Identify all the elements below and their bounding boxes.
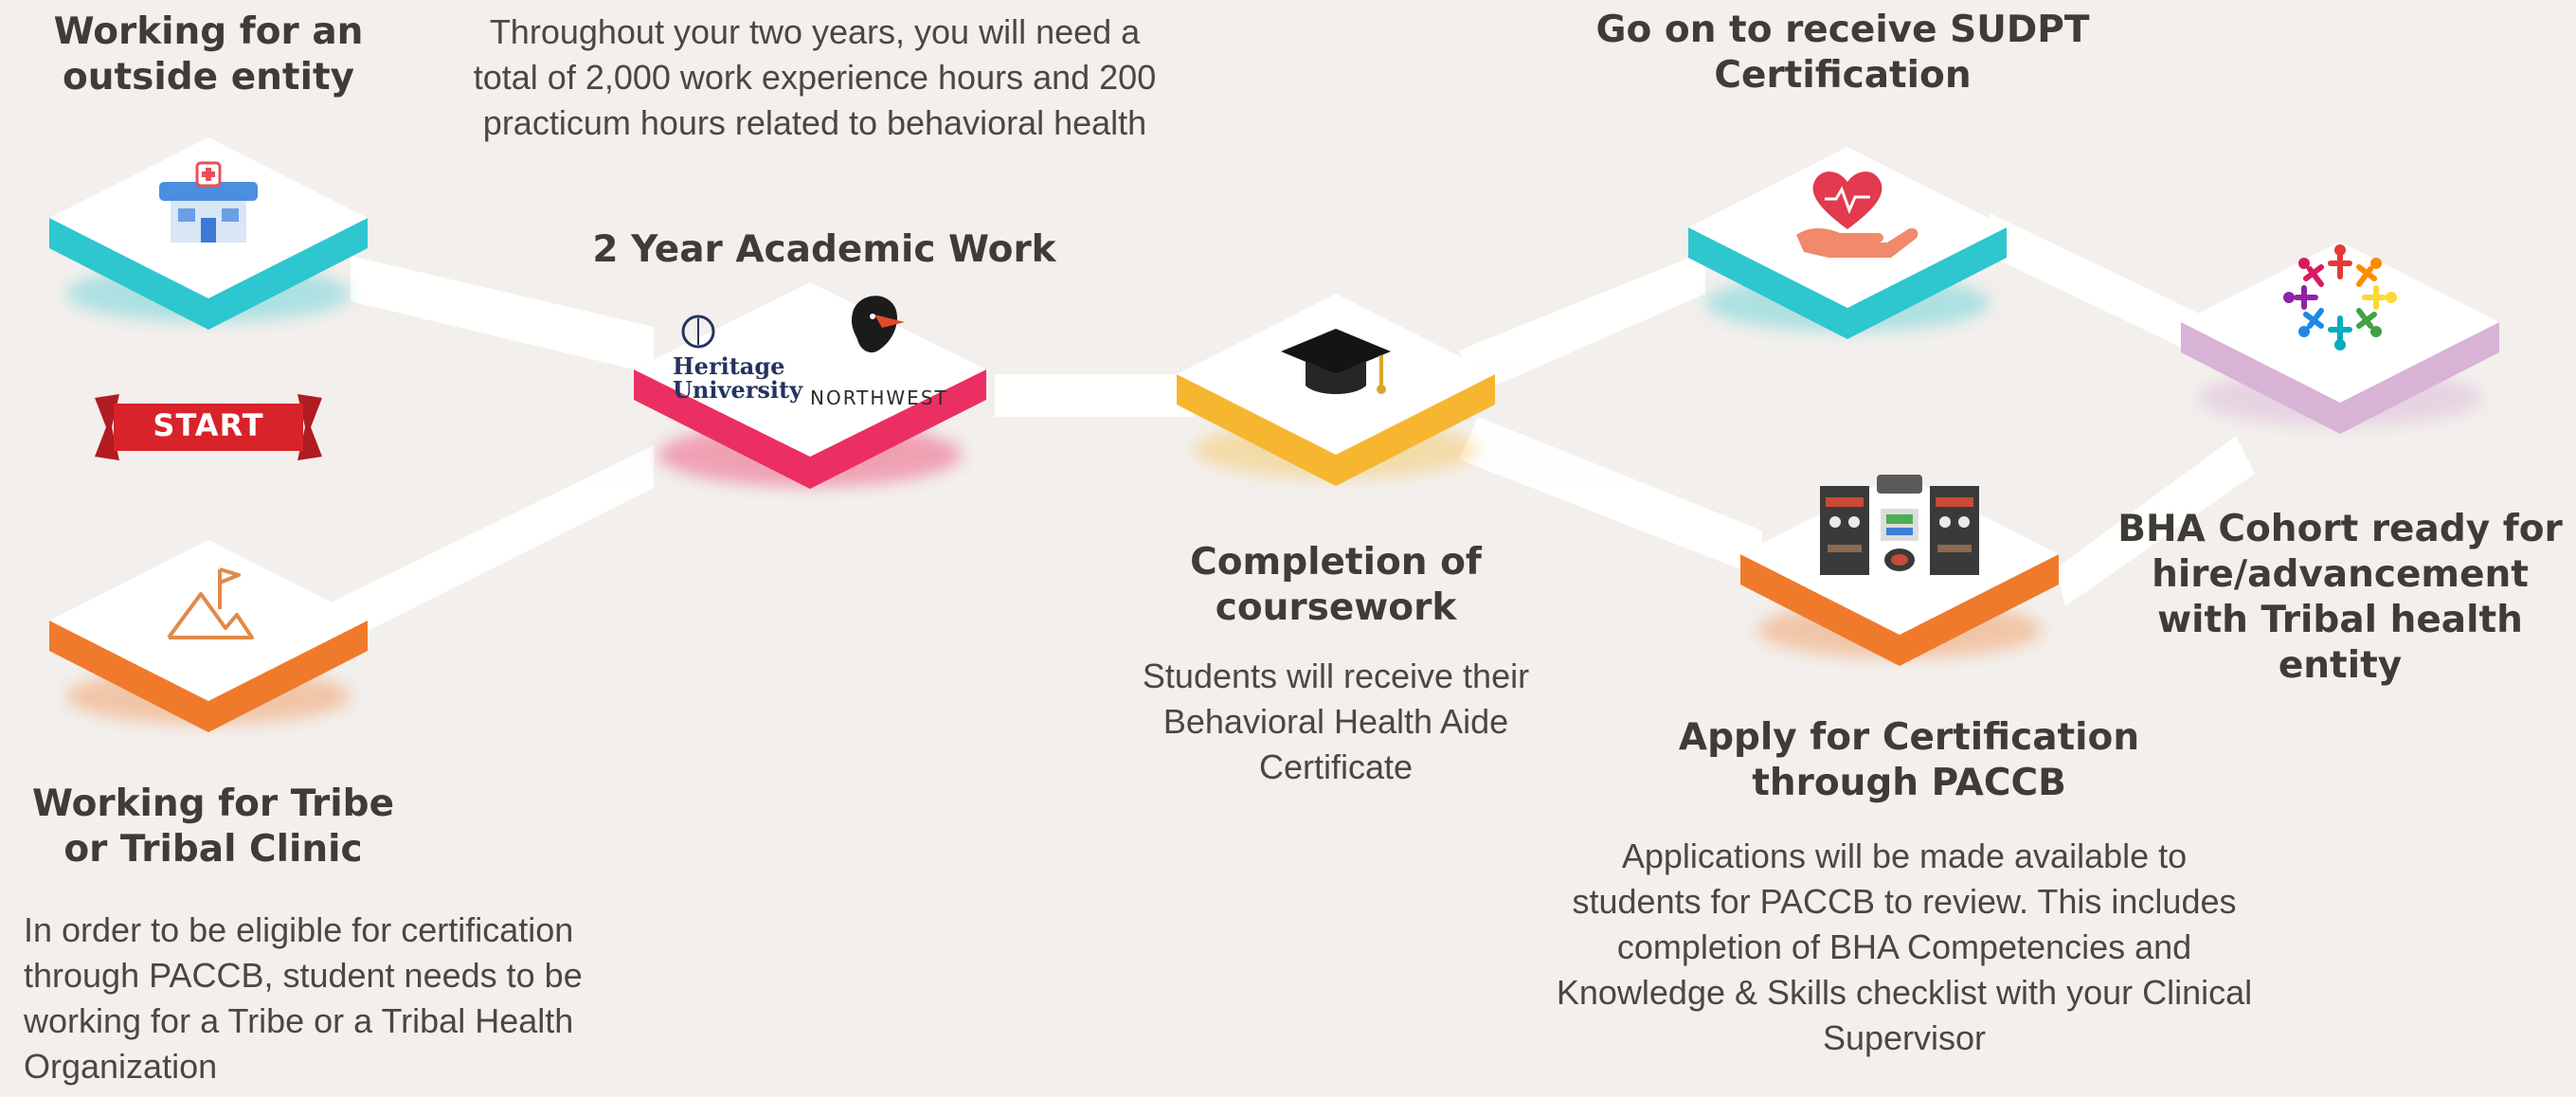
start-label: START bbox=[153, 407, 264, 443]
northwest-logo-icon bbox=[851, 296, 905, 353]
connector-paccb-cohort bbox=[2056, 436, 2255, 606]
northwest-logo-text: NORTHWEST bbox=[810, 387, 948, 409]
node-completion bbox=[1165, 270, 1506, 502]
completion-body: Students will receive their Behavioral H… bbox=[1142, 656, 1530, 786]
connector-sudpt-cohort bbox=[1990, 213, 2207, 360]
heritage-logo-line2: University bbox=[673, 376, 803, 404]
academic-intro: Throughout your two years, you will need… bbox=[473, 12, 1157, 142]
tribe-body: In order to be eligible for certificatio… bbox=[24, 910, 583, 1086]
connector-completion-paccb bbox=[1459, 417, 1762, 578]
paccb-heading: Apply for Certification through PACCB bbox=[1678, 716, 2140, 804]
completion-heading: Completion of coursework bbox=[1190, 541, 1482, 629]
heritage-logo-icon bbox=[681, 315, 715, 349]
connector-completion-sudpt bbox=[1459, 251, 1705, 393]
node-academic: Heritage University NORTHWEST bbox=[621, 256, 1000, 507]
node-paccb bbox=[1729, 450, 2070, 682]
node-cohort bbox=[2170, 218, 2511, 450]
start-banner bbox=[95, 394, 322, 460]
academic-heading: 2 Year Academic Work bbox=[592, 228, 1056, 271]
outside-entity-heading: Working for an outside entity bbox=[53, 10, 364, 99]
graduation-cap-icon bbox=[1281, 329, 1391, 394]
connector-tribe-academic bbox=[303, 445, 654, 654]
node-sudpt bbox=[1677, 123, 2018, 355]
heart-hand-icon bbox=[1796, 171, 1918, 258]
totem-icon bbox=[1820, 475, 1979, 575]
node-outside-entity bbox=[38, 114, 379, 346]
heritage-logo-line1: Heritage bbox=[673, 352, 785, 380]
paccb-body: Applications will be made available to s… bbox=[1556, 836, 2253, 1057]
node-tribe bbox=[38, 516, 379, 748]
connector-academic-completion bbox=[995, 374, 1194, 417]
cohort-heading: BHA Cohort ready for hire/advancement wi… bbox=[2117, 508, 2563, 687]
hospital-icon bbox=[159, 161, 258, 243]
people-circle-icon bbox=[2283, 244, 2397, 351]
sudpt-heading: Go on to receive SUDPT Certification bbox=[1595, 9, 2090, 97]
tribe-heading: Working for Tribe or Tribal Clinic bbox=[31, 782, 395, 871]
connector-outside-academic bbox=[351, 256, 654, 374]
mountain-flag-icon bbox=[167, 567, 254, 639]
